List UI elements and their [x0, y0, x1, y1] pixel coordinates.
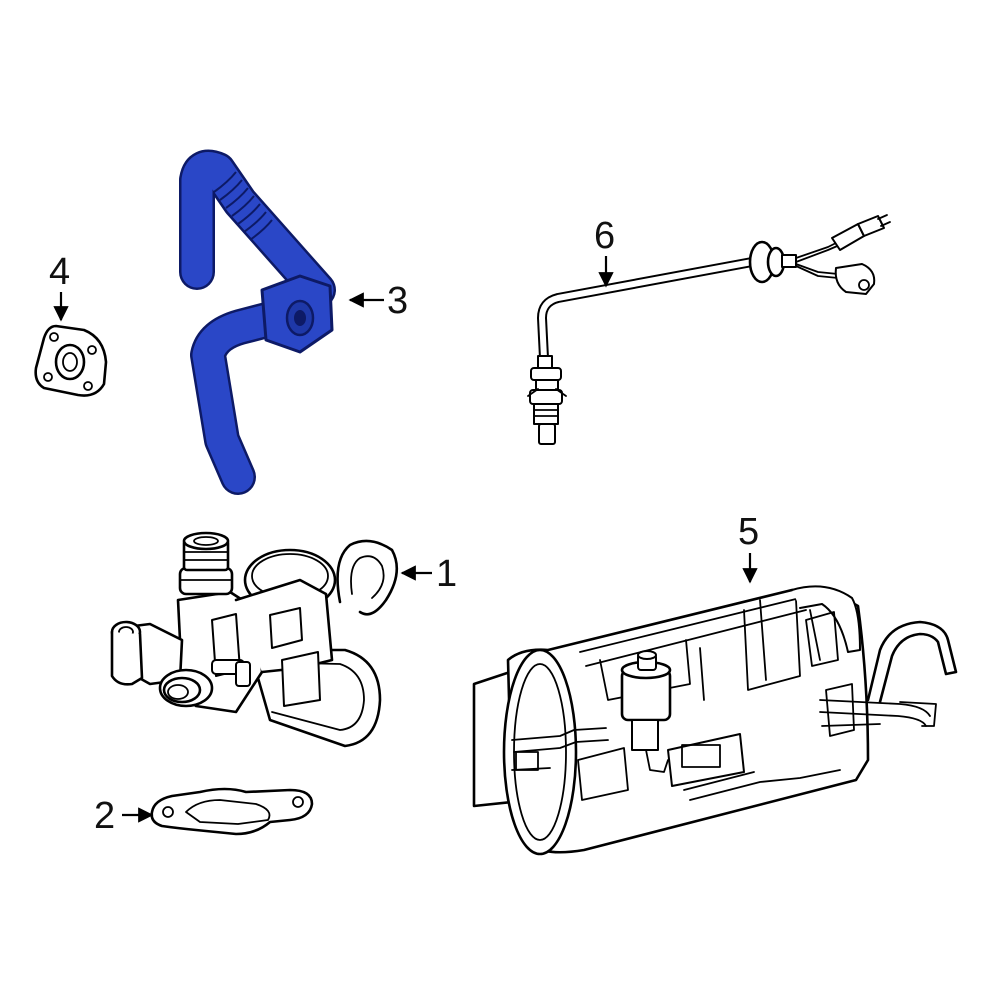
callout-4: 4: [49, 251, 70, 293]
callout-1: 1: [436, 553, 457, 595]
oxygen-sensor[interactable]: [527, 214, 891, 445]
callout-2: 2: [94, 795, 115, 837]
vapor-canister[interactable]: [472, 585, 958, 856]
gasket[interactable]: [150, 787, 314, 836]
flange-gasket[interactable]: [34, 324, 108, 397]
callout-5: 5: [738, 511, 759, 553]
egr-valve[interactable]: [110, 531, 399, 748]
callout-3: 3: [387, 280, 408, 322]
callout-arrows: [53, 256, 758, 823]
callout-6: 6: [594, 215, 615, 257]
egr-pipe[interactable]: [179, 149, 336, 495]
